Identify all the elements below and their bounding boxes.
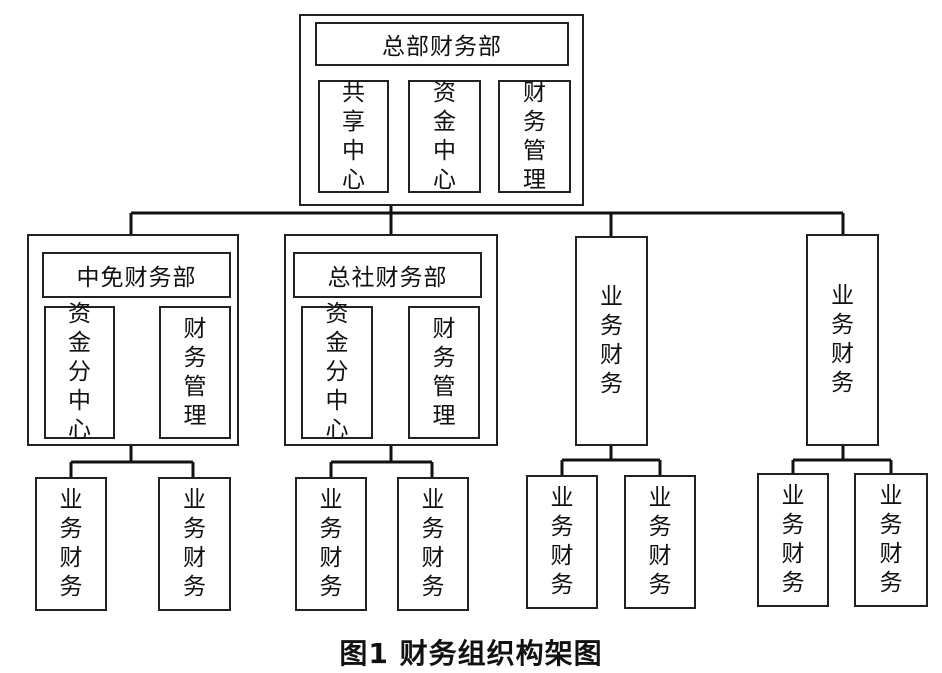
branch-1-finance-management: 财务管理 (159, 306, 231, 439)
root-unit-finance-management: 财务管理 (498, 80, 571, 193)
leaf-business-finance: 业务财务 (624, 475, 696, 609)
leaf-business-finance: 业务财务 (295, 477, 367, 611)
leaf-label: 业务财务 (319, 487, 343, 600)
leaf-label: 业务财务 (550, 485, 574, 598)
branch-2-finance-management: 财务管理 (408, 306, 480, 439)
branch-unit-label: 资金分中心 (325, 301, 349, 443)
root-unit-shared-center: 共享中心 (318, 80, 389, 193)
root-unit-label: 财务管理 (522, 79, 546, 193)
leaf-business-finance: 业务财务 (757, 473, 829, 607)
leaf-label: 业务财务 (879, 483, 903, 596)
branch-2-fund-subcenter: 资金分中心 (301, 301, 373, 443)
leaf-business-finance: 业务财务 (35, 477, 107, 611)
root-title: 总部财务部 (315, 22, 569, 66)
leaf-label: 业务财务 (182, 487, 206, 600)
branch-title-label: 业务财务 (599, 284, 623, 397)
root-unit-fund-center: 资金中心 (408, 80, 481, 193)
leaf-business-finance: 业务财务 (526, 475, 598, 609)
branch-unit-label: 财务管理 (432, 315, 456, 429)
leaf-label: 业务财务 (59, 487, 83, 600)
leaf-business-finance: 业务财务 (397, 477, 469, 611)
branch-2-title: 总社财务部 (293, 252, 482, 298)
leaf-label: 业务财务 (648, 485, 672, 598)
leaf-label: 业务财务 (781, 483, 805, 596)
leaf-business-finance: 业务财务 (158, 477, 231, 611)
branch-3-business-finance: 业务财务 (575, 236, 648, 446)
root-unit-label: 共享中心 (341, 79, 365, 193)
branch-unit-label: 财务管理 (183, 315, 207, 429)
leaf-label: 业务财务 (421, 487, 445, 600)
root-unit-label: 资金中心 (432, 79, 456, 193)
branch-title-label: 业务财务 (830, 283, 854, 396)
branch-unit-label: 资金分中心 (67, 301, 91, 443)
branch-1-title: 中免财务部 (42, 252, 231, 298)
branch-4-business-finance: 业务财务 (806, 234, 879, 446)
figure-caption: 图1 财务组织构架图 (339, 637, 603, 670)
branch-1-fund-subcenter: 资金分中心 (44, 301, 115, 443)
leaf-business-finance: 业务财务 (854, 473, 928, 607)
